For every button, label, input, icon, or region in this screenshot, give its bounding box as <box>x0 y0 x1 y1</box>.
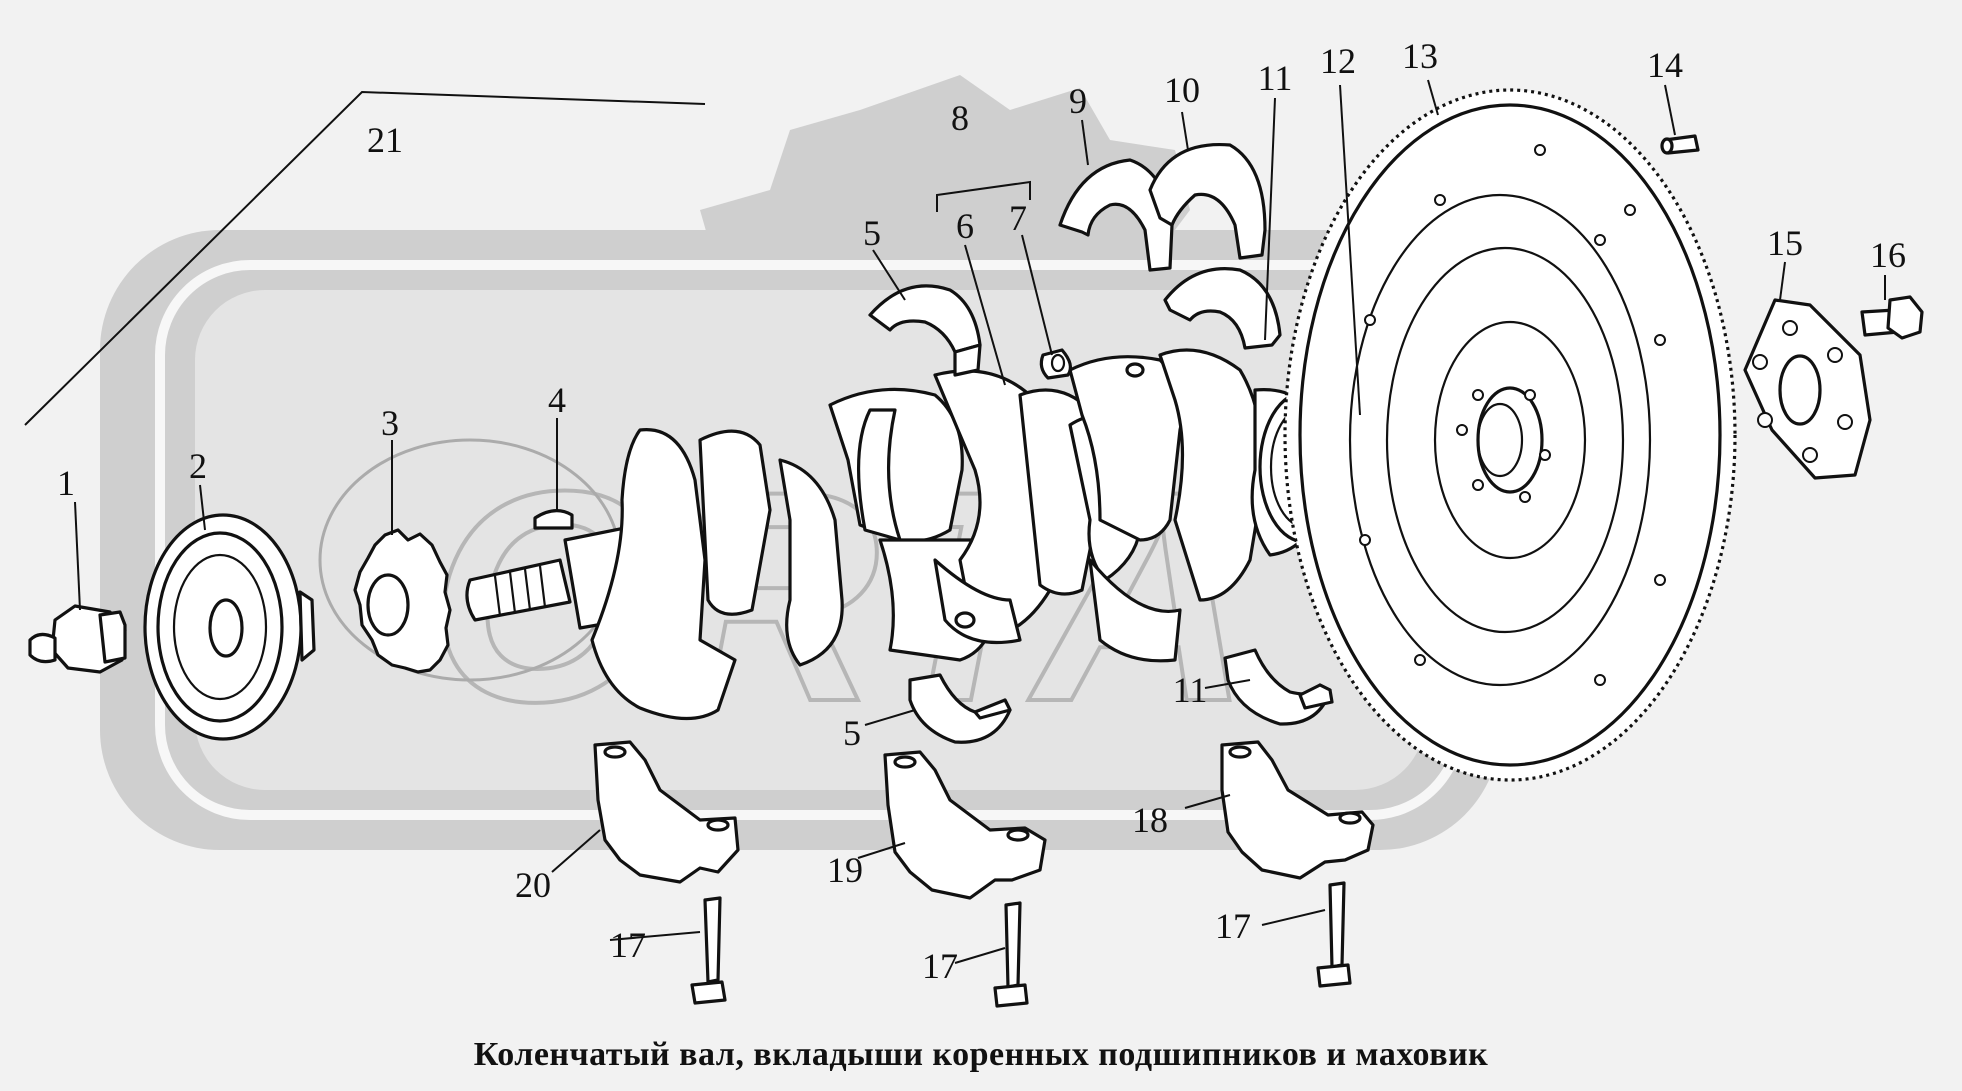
callout-2: 2 <box>189 446 207 486</box>
callout-11-lower: 11 <box>1173 670 1208 710</box>
part-17-bolt-a <box>690 896 727 1005</box>
callout-1: 1 <box>57 463 75 503</box>
part-2-pulley <box>143 513 316 741</box>
callout-4: 4 <box>548 380 566 420</box>
callout-17-right: 17 <box>1215 906 1251 946</box>
part-3-sprocket <box>353 528 452 674</box>
part-1-ratchet <box>28 604 127 674</box>
callout-17-left: 17 <box>610 925 646 965</box>
part-15-plate <box>1743 298 1872 480</box>
part-11-lower-shell <box>1223 648 1334 726</box>
part-4-key <box>533 509 574 530</box>
part-20-bearing-cap <box>593 740 740 884</box>
callout-19: 19 <box>827 850 863 890</box>
callout-13: 13 <box>1402 36 1438 76</box>
part-17-bolt-c <box>1316 881 1352 988</box>
part-13-flywheel <box>1283 88 1737 782</box>
part-17-bolt-b <box>993 901 1029 1008</box>
part-10-thrust-ring <box>1148 142 1267 260</box>
callout-9: 9 <box>1069 81 1087 121</box>
callout-6: 6 <box>956 206 974 246</box>
callout-17-middle: 17 <box>922 946 958 986</box>
part-19-bearing-cap <box>883 750 1047 900</box>
part-21-bracket <box>24 90 706 426</box>
callout-3: 3 <box>381 403 399 443</box>
part-5-upper-shell <box>868 284 982 377</box>
callout-21: 21 <box>367 120 403 160</box>
callout-8: 8 <box>951 98 969 138</box>
callout-5-lower: 5 <box>843 713 861 753</box>
leader-lines <box>74 79 1886 964</box>
part-14-dowel <box>1660 134 1700 155</box>
callout-12: 12 <box>1320 41 1356 81</box>
part-5-lower-shell <box>908 673 1012 744</box>
part-16-bolt <box>1860 295 1924 340</box>
callout-15: 15 <box>1767 223 1803 263</box>
callout-20: 20 <box>515 865 551 905</box>
callout-16: 16 <box>1870 235 1906 275</box>
callout-10: 10 <box>1164 70 1200 110</box>
diagram-caption: Коленчатый вал, вкладыши коренных подшип… <box>473 1036 1489 1073</box>
part-18-bearing-cap <box>1220 740 1375 880</box>
callout-14: 14 <box>1647 45 1683 85</box>
callout-7: 7 <box>1009 198 1027 238</box>
part-7-plug <box>1039 348 1073 380</box>
callout-18: 18 <box>1132 800 1168 840</box>
callout-5-upper: 5 <box>863 213 881 253</box>
callout-11-upper: 11 <box>1258 58 1293 98</box>
part-11-upper-shell <box>1163 267 1282 350</box>
callout-numbers: 1 2 3 4 5 6 7 8 9 10 11 12 13 14 15 16 5… <box>57 36 1906 986</box>
